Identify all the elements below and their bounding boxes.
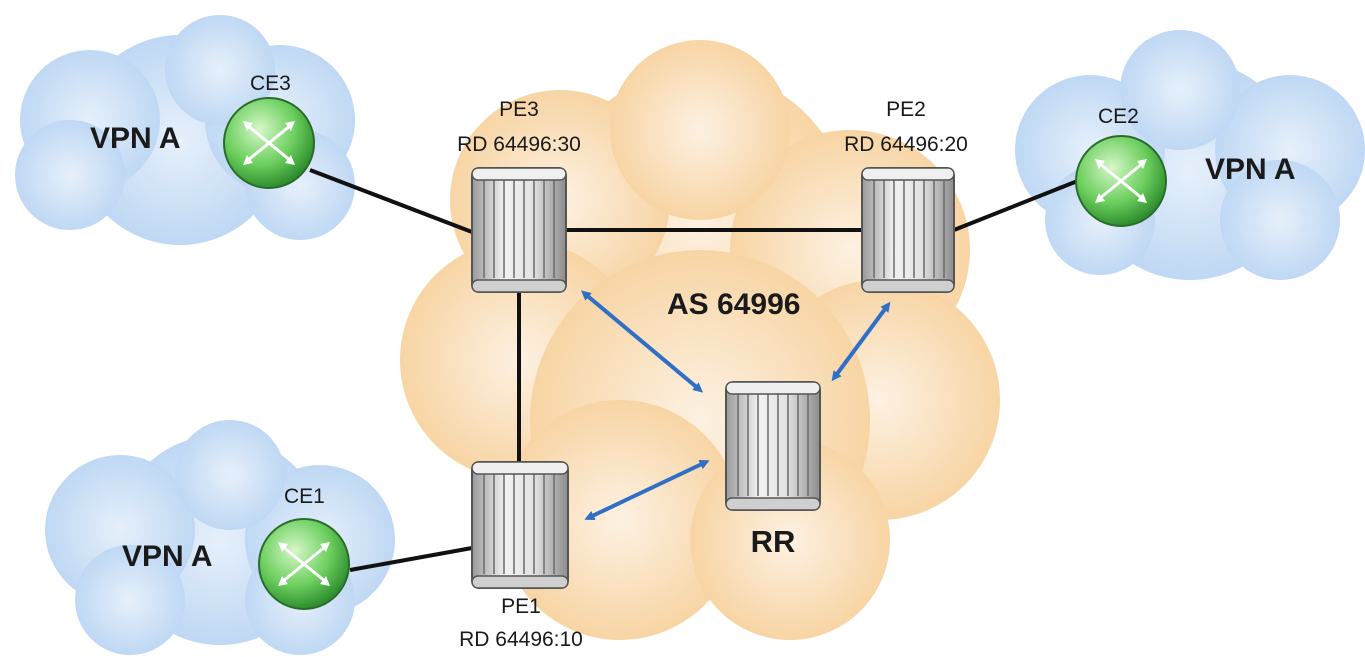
link-pe2-ce2 — [953, 178, 1081, 232]
link-ce3-pe3 — [309, 168, 473, 234]
arrow-pe1-rr — [584, 460, 710, 520]
pe3-router-icon — [471, 167, 567, 293]
route-reflector-icon — [725, 381, 821, 511]
ce1-router-icon — [258, 518, 350, 610]
ce3-label: CE3 — [250, 72, 291, 95]
arrow-pe2-rr — [831, 301, 891, 382]
ce3-router-icon — [223, 97, 315, 189]
arrow-pe3-rr — [580, 290, 704, 393]
rr-label: RR — [751, 524, 796, 559]
pe2-router-icon — [861, 167, 955, 293]
ce2-router-icon — [1075, 135, 1167, 227]
pe1-name-label: PE1 — [501, 595, 541, 618]
physical-links — [309, 168, 1081, 572]
pe2-rd-label: RD 64496:20 — [844, 133, 968, 156]
link-pe1-ce1 — [349, 546, 473, 572]
pe1-router-icon — [471, 461, 569, 589]
pe3-rd-label: RD 64496:30 — [457, 133, 581, 156]
ce2-label: CE2 — [1098, 105, 1139, 128]
customer-cloud-ce1 — [45, 420, 395, 655]
vpn-label-site2: VPN A — [1205, 153, 1296, 186]
session-arrows — [580, 290, 891, 520]
pe1-rd-label: RD 64496:10 — [459, 628, 583, 651]
customer-cloud-ce2 — [1015, 30, 1365, 280]
vpn-label-site3: VPN A — [90, 122, 181, 155]
as-number-label: AS 64996 — [667, 288, 800, 321]
customer-cloud-ce3 — [15, 15, 355, 245]
pe3-name-label: PE3 — [499, 98, 539, 121]
vpn-label-site1: VPN A — [122, 540, 213, 573]
pe2-name-label: PE2 — [886, 98, 926, 121]
ce1-label: CE1 — [284, 485, 325, 508]
